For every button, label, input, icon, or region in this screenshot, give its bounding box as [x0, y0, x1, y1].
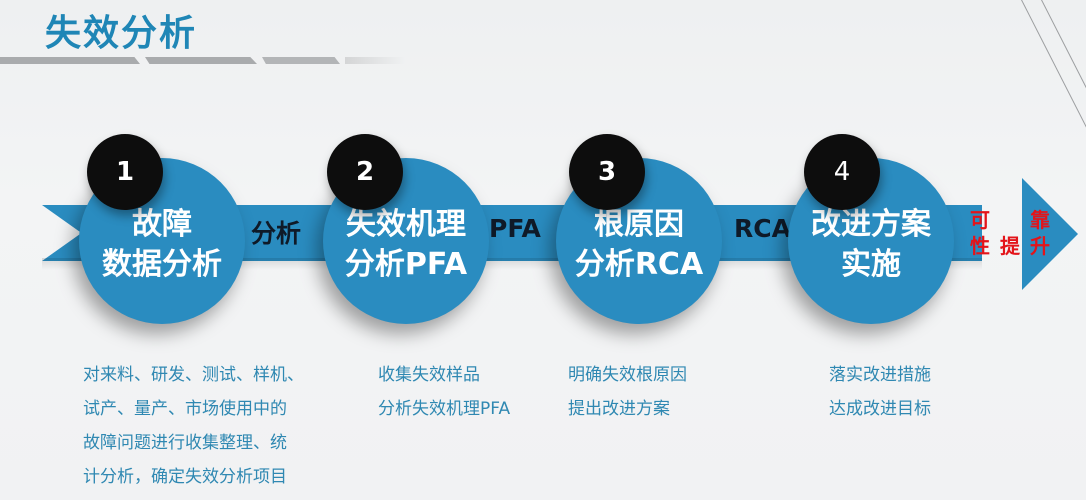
result-label-row2-a: 性 — [970, 234, 990, 258]
step-1-title-line2: 数据分析 — [102, 247, 222, 282]
step-4-title-line2: 实施 — [841, 247, 901, 282]
connector-label-analysis: 分析 — [251, 219, 302, 248]
step-1-number-badge: 1 — [87, 134, 163, 210]
description-line: 明确失效根原因 — [568, 365, 687, 385]
title-underline-segment — [262, 57, 340, 64]
connector-label-rca: RCA — [734, 214, 791, 243]
step-1-title-line1: 故障 — [132, 207, 192, 242]
title-underline-segment — [145, 57, 257, 64]
step-4-description: 落实改进措施 达成改进目标 — [829, 358, 931, 426]
step-2-number-badge: 2 — [327, 134, 403, 210]
description-line: 落实改进措施 — [829, 365, 931, 385]
result-label-row2-c: 升 — [1030, 234, 1050, 258]
step-3-description: 明确失效根原因 提出改进方案 — [568, 358, 687, 426]
step-1-circle: 故障 数据分析 — [79, 158, 245, 324]
description-line: 故障问题进行收集整理、统 — [83, 433, 287, 453]
description-line: 提出改进方案 — [568, 399, 670, 419]
step-4-number-badge: 4 — [804, 134, 880, 210]
description-line: 达成改进目标 — [829, 399, 931, 419]
result-label-row1-b: 靠 — [1030, 208, 1050, 232]
step-3-title-line1: 根原因 — [594, 207, 684, 242]
connector-label-pfa: PFA — [489, 214, 541, 243]
step-4-title-line1: 改进方案 — [811, 207, 931, 242]
step-2-title-line1: 失效机理 — [346, 207, 466, 242]
description-line: 对来料、研发、测试、样机、 — [83, 365, 304, 385]
result-label-row1-a: 可 — [970, 208, 990, 232]
result-label-row2-b: 提 — [1000, 234, 1020, 258]
title-underline-segment — [0, 57, 140, 64]
description-line: 收集失效样品 — [378, 365, 480, 385]
description-line: 分析失效机理PFA — [378, 399, 511, 419]
step-2-description: 收集失效样品 分析失效机理PFA — [378, 358, 510, 426]
step-2-title-line2: 分析PFA — [344, 247, 468, 282]
step-1-description: 对来料、研发、测试、样机、 试产、量产、市场使用中的 故障问题进行收集整理、统 … — [83, 358, 304, 494]
ribbon-shadow — [42, 258, 982, 270]
description-line: 试产、量产、市场使用中的 — [83, 399, 287, 419]
step-3-title-line2: 分析RCA — [574, 247, 704, 282]
title-underline-fade — [345, 57, 405, 64]
description-line: 计分析，确定失效分析项目 — [83, 467, 287, 487]
step-3-number-badge: 3 — [569, 134, 645, 210]
page-title: 失效分析 — [45, 13, 198, 54]
